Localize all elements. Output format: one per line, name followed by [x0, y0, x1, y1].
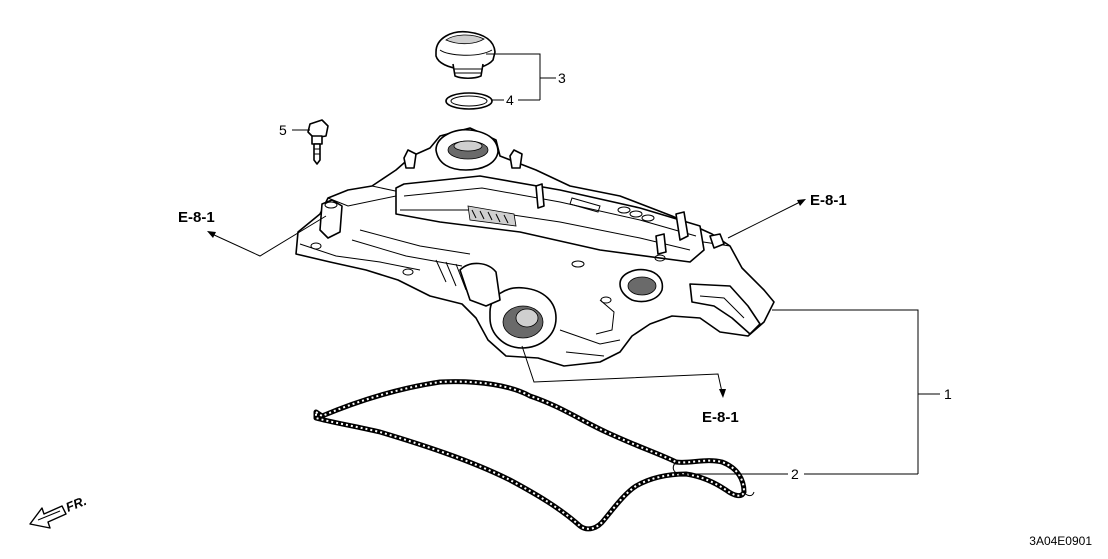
callout-1: 1 [944, 386, 952, 402]
part-oil-filler-cap[interactable] [435, 30, 496, 80]
reference-bottom[interactable]: E-8-1 [702, 409, 739, 426]
callout-4: 4 [506, 92, 514, 108]
diagram-code: 3A04E0901 [1029, 534, 1092, 548]
callout-3: 3 [558, 70, 566, 86]
part-o-ring[interactable] [445, 92, 493, 110]
part-bolt[interactable] [307, 119, 329, 165]
leader-lines [207, 53, 940, 475]
part-gasket[interactable] [313, 379, 755, 532]
front-arrow-icon [29, 505, 67, 529]
front-label: FR. [64, 493, 89, 515]
callout-2: 2 [791, 466, 799, 482]
reference-left[interactable]: E-8-1 [178, 209, 215, 226]
callout-5: 5 [279, 122, 287, 138]
part-cylinder-head-cover[interactable] [295, 127, 775, 367]
reference-right[interactable]: E-8-1 [810, 192, 847, 209]
